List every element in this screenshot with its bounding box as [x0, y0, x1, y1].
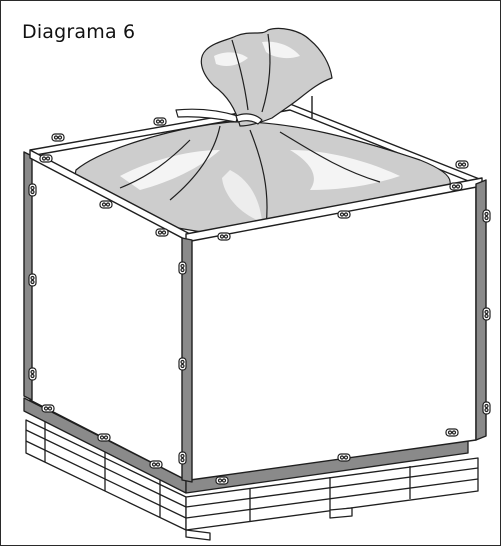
- crate-front-panel: [181, 177, 487, 483]
- diagram-title: Diagrama 6: [22, 21, 136, 43]
- clip-fasteners: [28, 117, 491, 485]
- pallet: [25, 416, 479, 541]
- crate-left-panel: [23, 149, 191, 481]
